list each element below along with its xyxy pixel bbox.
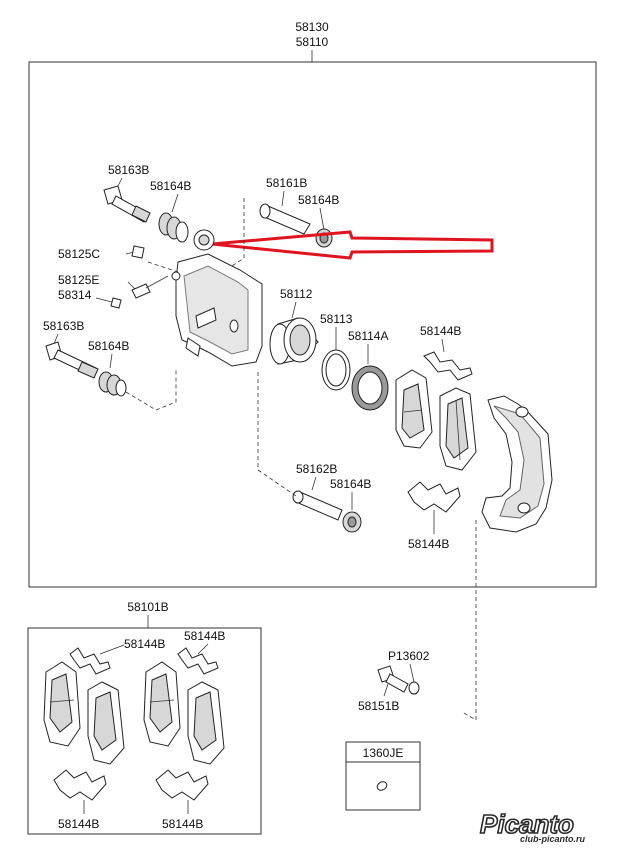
watermark-brand: Picanto	[480, 809, 574, 839]
legend-nut-icon	[376, 781, 388, 791]
pad-kit-pad-4	[187, 681, 225, 765]
guide-bolt-lower	[45, 341, 99, 379]
washer	[408, 681, 420, 695]
label-shim-clip-bottom: 58144B	[408, 537, 449, 551]
bleeder-cap	[131, 245, 145, 259]
label-guide-bolt-lower: 58163B	[43, 319, 84, 333]
pad-kit-clip-bottom-right	[155, 769, 209, 801]
pad-kit-frame	[27, 627, 262, 835]
label-shim-clip-top: 58144B	[420, 324, 461, 338]
label-pad-kit-clip-top-left: 58144B	[124, 637, 165, 651]
label-piston-seal: 58113	[320, 312, 353, 326]
label-boot-upper-left: 58164B	[150, 179, 191, 193]
watermark-site: club-picanto.ru	[520, 834, 586, 844]
label-bleeder-part: 58314	[58, 288, 92, 302]
boot-upper-right	[315, 228, 333, 248]
brake-pad-inner	[395, 369, 433, 449]
piston	[269, 317, 319, 365]
pad-kit-code: 58101B	[127, 600, 168, 614]
legend-box	[345, 741, 421, 811]
assembly-code-58110: 58110	[296, 35, 329, 49]
highlight-arrow	[211, 230, 494, 260]
pad-kit-clip-top-right	[177, 647, 219, 675]
label-guide-bolt-upper: 58163B	[108, 163, 149, 177]
label-bleeder-cap: 58125C	[58, 247, 100, 261]
bleeder-part	[110, 297, 122, 309]
label-bleeder-screw: 58125E	[58, 273, 99, 287]
shim-clip-top	[423, 351, 473, 381]
label-boot-lower-left: 58164B	[88, 339, 129, 353]
caliper-bracket	[481, 395, 553, 533]
assembly-code-58130: 58130	[295, 20, 329, 34]
label-dust-boot: 58114A	[348, 329, 388, 343]
shim-clip-bottom	[407, 481, 461, 513]
pad-kit-clip-bottom-left	[53, 769, 107, 801]
label-mounting-bolt: 58151B	[358, 699, 399, 713]
boot-lower-left	[98, 371, 127, 397]
guide-pin-upper	[259, 203, 311, 235]
mounting-bolt	[377, 665, 409, 693]
label-washer: P13602	[388, 649, 430, 663]
boot-upper-left	[158, 212, 189, 243]
pad-kit-clip-top-left	[69, 647, 111, 675]
label-boot-lower-right: 58164B	[330, 477, 371, 491]
label-boot-upper-right: 58164B	[298, 193, 339, 207]
guide-pin-lower	[292, 490, 343, 521]
piston-seal	[321, 349, 351, 391]
pad-kit-pad-2	[87, 681, 125, 765]
pad-kit-pad-3	[143, 661, 181, 747]
watermark-logo: Picanto club-picanto.ru	[479, 808, 586, 844]
boot-lower-right	[342, 511, 362, 533]
brake-pad-outer	[439, 387, 477, 471]
label-guide-pin-upper: 58161B	[266, 176, 307, 190]
label-guide-pin-lower: 58162B	[296, 462, 337, 476]
dust-boot	[351, 365, 389, 411]
pad-kit-pad-1	[43, 661, 81, 747]
bleeder-screw	[131, 275, 169, 299]
caliper-body	[171, 229, 263, 367]
label-pad-kit-clip-top-right: 58144B	[184, 629, 225, 643]
guide-bolt-upper	[103, 185, 151, 223]
label-pad-kit-clip-bottom-left: 58144B	[58, 817, 99, 831]
label-pad-kit-clip-bottom-right: 58144B	[162, 817, 203, 831]
label-piston: 58112	[280, 287, 313, 301]
legend-box-code: 1360JE	[363, 746, 404, 760]
caliper-assembly-frame	[28, 61, 597, 588]
